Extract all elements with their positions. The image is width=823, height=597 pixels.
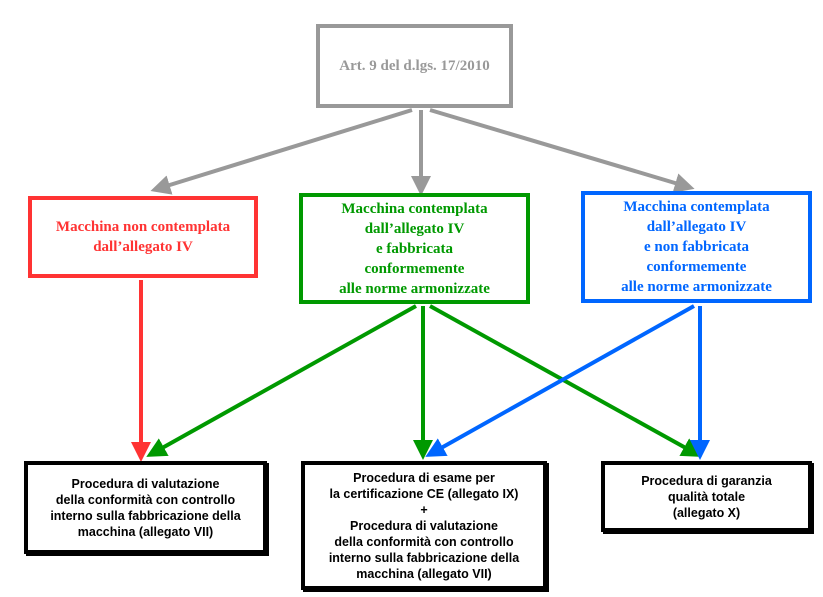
box-text: macchina (allegato VII): [77, 524, 214, 539]
box-text: dall’allegato IV: [93, 239, 193, 255]
box-text: dall’allegato IV: [646, 219, 747, 235]
box-text: Procedura di garanzia: [641, 473, 772, 488]
box-text: macchina (allegato VII): [356, 566, 492, 581]
box-text: Procedura di valutazione: [71, 476, 220, 491]
box-text: Macchina contemplata: [623, 199, 770, 215]
box-text: della conformità con controllo: [334, 534, 514, 549]
box-text: conformemente: [364, 260, 465, 277]
box-art-9: Art. 9 del d.lgs. 17/2010: [316, 24, 513, 108]
arrow-green-to-b1: [146, 304, 417, 457]
box-text: interno sulla fabbricazione della: [50, 508, 241, 523]
box-non-contemplata: Macchina non contemplata dall’allegato I…: [28, 196, 258, 278]
box-allegato-ix-vii: Procedura di esame per la certificazione…: [301, 461, 547, 590]
box-text: e fabbricata: [375, 240, 454, 257]
box-text: conformemente: [646, 259, 747, 275]
box-contemplata-non-conforme: Macchina contemplata dall’allegato IV e …: [581, 191, 812, 303]
box-text: dall’allegato IV: [364, 220, 465, 237]
arrow-blue-to-b2: [425, 304, 695, 457]
box-contemplata-conforme: Macchina contemplata dall’allegato IV e …: [299, 193, 530, 304]
box-allegato-x: Procedura di garanzia qualità totale (al…: [601, 461, 812, 532]
arrow-top-to-red: [150, 108, 413, 195]
box-text: +: [420, 502, 428, 517]
box-text: e non fabbricata: [644, 239, 749, 255]
box-text: Procedura di valutazione: [350, 518, 498, 533]
arrow-top-to-blue: [429, 108, 695, 193]
box-text: la certificazione CE (allegato IX): [329, 486, 519, 501]
box-allegato-vii: Procedura di valutazione della conformit…: [24, 461, 267, 554]
box-text: Macchina non contemplata: [55, 219, 231, 235]
box-text: qualità totale: [667, 489, 746, 504]
box-text: alle norme armonizzate: [339, 280, 490, 297]
box-text: Art. 9 del d.lgs. 17/2010: [339, 58, 490, 74]
box-text: Procedura di esame per: [353, 470, 495, 485]
box-text: della conformità con controllo: [55, 492, 236, 507]
box-text: (allegato X): [672, 505, 741, 520]
box-text: alle norme armonizzate: [621, 279, 772, 295]
box-text: interno sulla fabbricazione della: [328, 550, 520, 565]
box-text: Macchina contemplata: [341, 200, 488, 217]
